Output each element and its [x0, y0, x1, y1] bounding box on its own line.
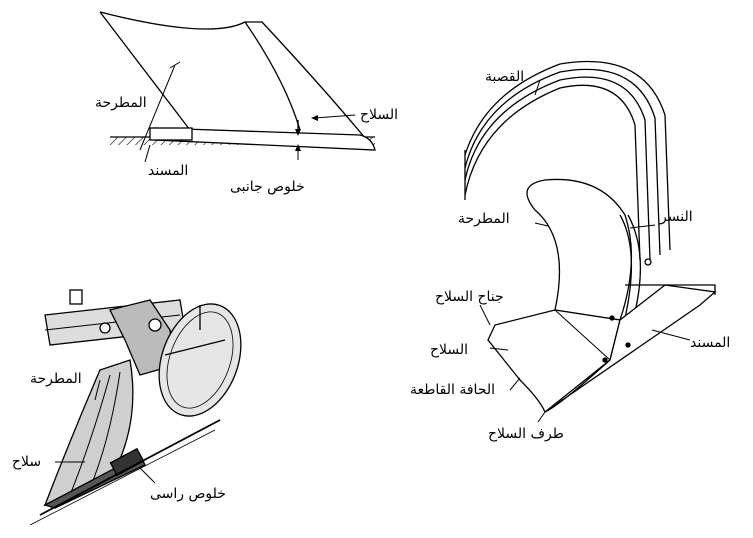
- beam-bar-2: [464, 76, 651, 261]
- landside-shape: [544, 284, 717, 413]
- frog-edge: [627, 214, 642, 321]
- label-right-share-wing: جناح السلاح: [435, 289, 504, 305]
- furrow-bottom: [39, 419, 221, 516]
- moldboard-outline: [99, 11, 376, 151]
- label-right-beam: القصبة: [485, 69, 525, 85]
- moldboard-leader-line: [139, 64, 176, 151]
- moldboard-front-edge: [99, 11, 191, 140]
- beam-bar-3: [464, 68, 661, 256]
- bolt: [644, 258, 652, 266]
- label-right-frog: النسر: [660, 209, 693, 225]
- moldboard-inner-edge: [244, 21, 301, 131]
- share-shape: [487, 309, 621, 414]
- label-left-share: سلاح: [12, 454, 42, 470]
- top-diagram-side-clearance: [99, 11, 376, 163]
- landside-top: [625, 284, 716, 295]
- left-diagram-vertical-clearance: [29, 289, 242, 526]
- label-top-landside: المسند: [148, 163, 189, 179]
- label-right-moldboard: المطرحة: [458, 211, 510, 227]
- label-top-share: السلاح: [360, 107, 399, 123]
- landside-block: [149, 127, 193, 141]
- beam-bar-4: [464, 60, 671, 251]
- label-left-moldboard: المطرحة: [30, 371, 82, 387]
- label-right-share: السلاح: [430, 342, 469, 358]
- label-left-vertical-clearance: خلوص راسى: [150, 486, 226, 502]
- moldboard-rim: [619, 214, 633, 319]
- frame-post: [69, 289, 83, 305]
- moldboard-shape: [526, 178, 633, 321]
- beam-bar-1: [464, 84, 641, 261]
- label-right-landside: المسند: [690, 335, 731, 351]
- label-right-cutting-edge: الحافة القاطعة: [410, 382, 496, 398]
- label-top-side-clearance: خلوص جانبى: [230, 179, 305, 195]
- share-outline: [154, 127, 376, 151]
- right-diagram-plow-bottom: [464, 60, 717, 423]
- label-right-share-point: طرف السلاح: [488, 426, 564, 442]
- coulter-disc: [158, 303, 242, 417]
- label-top-moldboard: المطرحة: [95, 95, 147, 111]
